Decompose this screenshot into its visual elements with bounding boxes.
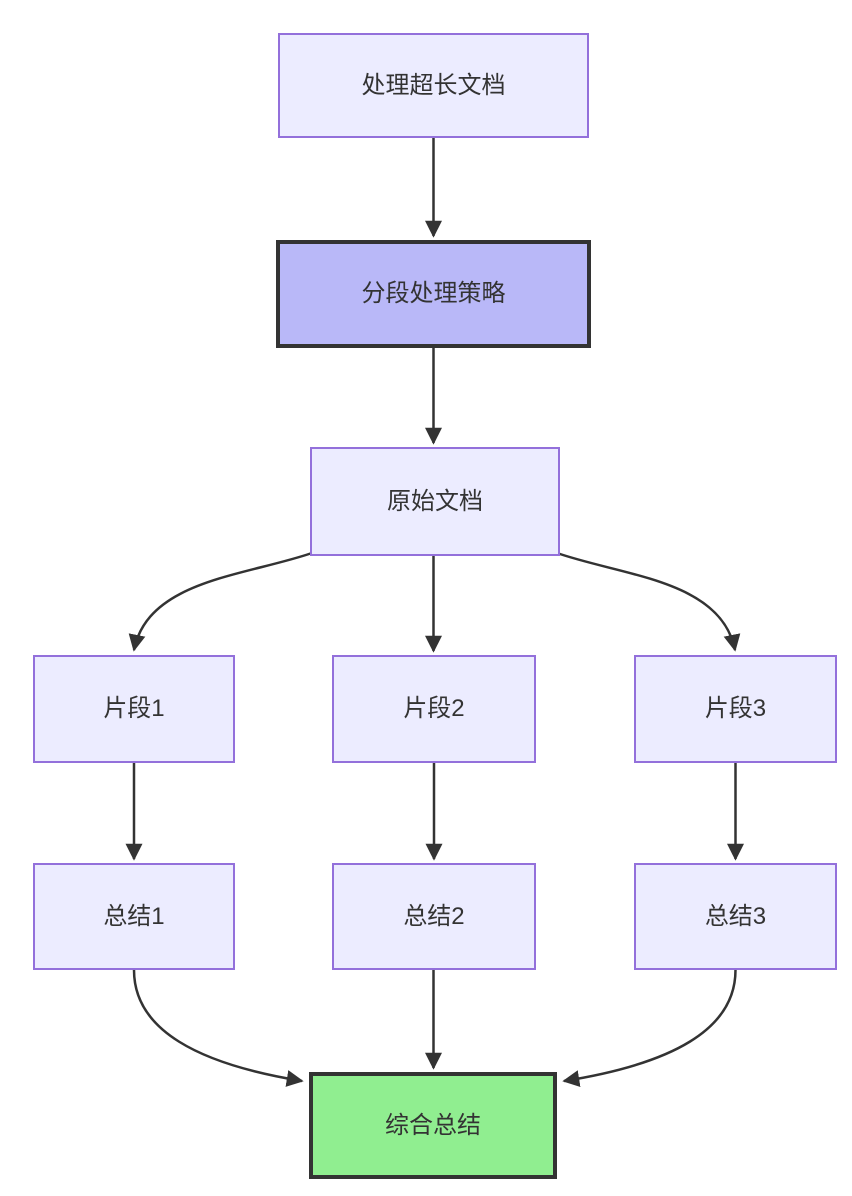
- node-fragment-3: 片段3: [634, 655, 837, 763]
- node-summary-2: 总结2: [332, 863, 536, 970]
- edge-sum3-final: [562, 969, 737, 1087]
- edge-original-frag3: [556, 551, 741, 652]
- node-combined-summary: 综合总结: [309, 1072, 557, 1179]
- node-label: 片段3: [704, 695, 767, 723]
- node-label: 总结1: [103, 902, 165, 930]
- node-label: 原始文档: [387, 487, 483, 515]
- node-segmented-processing-strategy: 分段处理策略: [276, 240, 591, 348]
- node-label: 片段1: [103, 695, 165, 723]
- edge-sum1-final: [132, 969, 304, 1087]
- node-label: 处理超长文档: [361, 71, 506, 99]
- node-label: 分段处理策略: [361, 280, 506, 308]
- node-label: 总结3: [704, 902, 767, 930]
- edge-original-frag1: [128, 551, 313, 652]
- node-label: 片段2: [403, 695, 465, 723]
- node-process-long-document: 处理超长文档: [278, 33, 589, 138]
- node-fragment-2: 片段2: [332, 655, 536, 763]
- node-label: 综合总结: [385, 1111, 481, 1139]
- node-original-document: 原始文档: [310, 447, 560, 556]
- node-fragment-1: 片段1: [33, 655, 235, 763]
- node-summary-1: 总结1: [33, 863, 235, 970]
- node-label: 总结2: [403, 902, 465, 930]
- node-summary-3: 总结3: [634, 863, 837, 970]
